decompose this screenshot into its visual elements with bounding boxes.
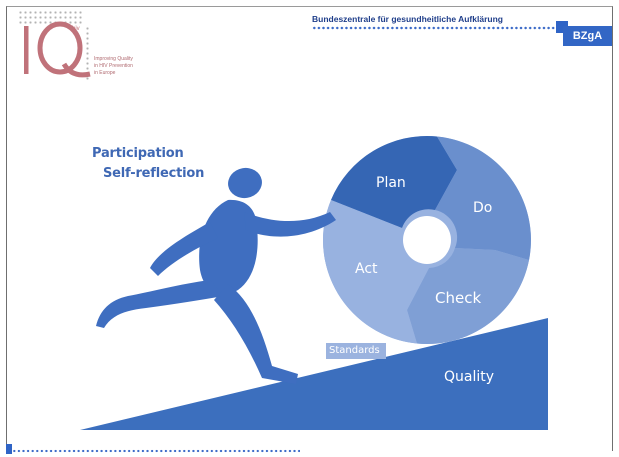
iqhiv-logo-icon — [24, 21, 91, 78]
footer-dot-line — [12, 449, 300, 453]
header-dot-line — [312, 26, 555, 30]
segment-plan — [331, 136, 457, 228]
label-check: Check — [435, 289, 482, 307]
label-act: Act — [355, 261, 378, 277]
organization-name: Bundeszentrale für gesundheitliche Aufkl… — [312, 14, 503, 24]
running-figure-icon — [96, 167, 336, 384]
iqhiv-logo: hiv Improving Quality in HIV Prevention … — [12, 4, 162, 86]
logo-tagline-line: Improving Quality — [94, 56, 133, 62]
pdca-wheel — [323, 136, 531, 344]
label-plan: Plan — [376, 175, 406, 191]
segment-check — [407, 248, 529, 344]
quality-ramp — [80, 318, 548, 430]
logo-dot-column — [85, 26, 91, 82]
label-standards: Standards — [326, 343, 386, 359]
wheel-hub — [403, 216, 451, 264]
label-participation: Participation — [92, 146, 184, 161]
logo-tagline: Improving Quality in HIV Prevention in E… — [94, 56, 164, 77]
segment-act — [323, 200, 429, 344]
label-do: Do — [473, 200, 493, 216]
label-self-reflection: Self-reflection — [103, 166, 205, 181]
bzga-logo: BZgA — [563, 26, 612, 46]
logo-dot-pattern — [18, 10, 82, 26]
logo-tagline-line: in HIV Prevention — [94, 63, 133, 69]
label-quality: Quality — [444, 369, 495, 385]
footer-accent-square — [6, 444, 12, 454]
logo-tagline-line: in Europe — [94, 70, 116, 76]
logo-sub: hiv — [72, 26, 80, 32]
segment-do — [435, 136, 531, 260]
